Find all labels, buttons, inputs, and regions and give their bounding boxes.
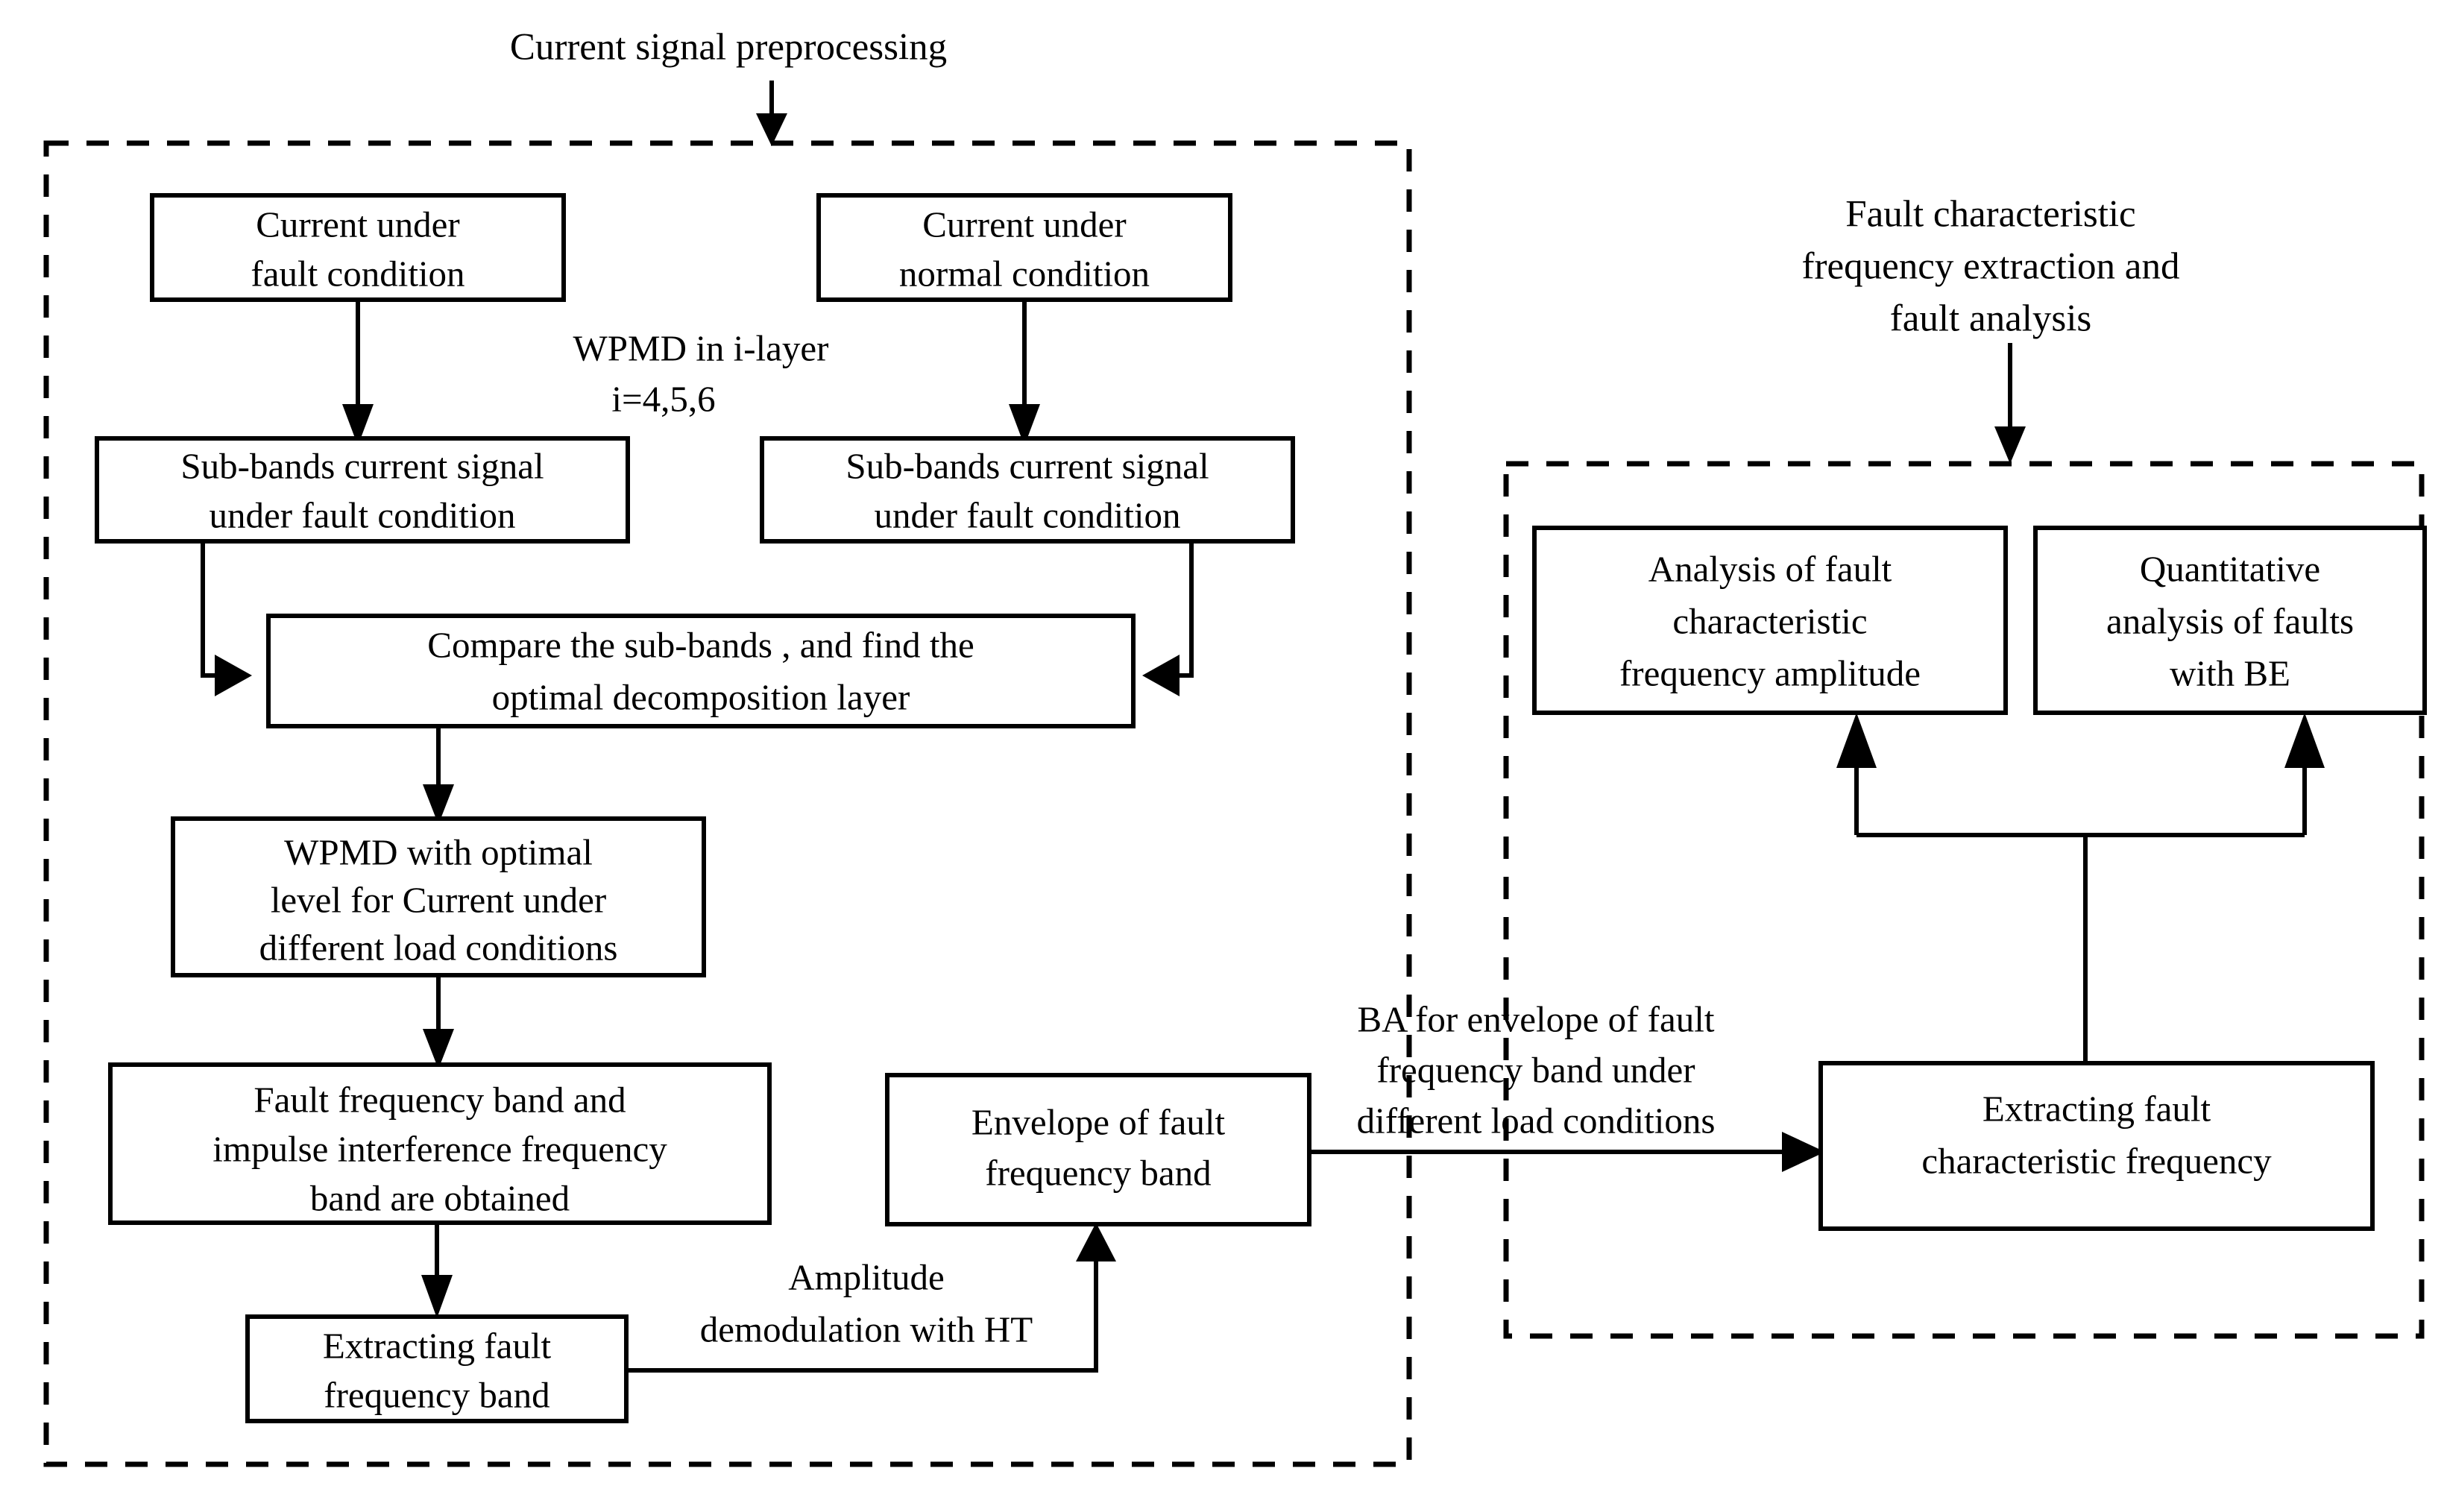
node-quantitative-analysis-be[interactable] (2033, 526, 2427, 715)
node-extracting-fault-band-line2: frequency band (324, 1374, 549, 1415)
arrow-compare-to-wpmd-optimal (423, 726, 454, 825)
node-subbands-fault-left-line2: under fault condition (210, 494, 516, 535)
node-current-fault-condition-line2: fault condition (251, 253, 464, 294)
arrow-current-normal-to-subbands (1009, 300, 1040, 446)
node-compare-subbands-line2: optimal decomposition layer (492, 676, 910, 717)
node-analysis-char-freq-amplitude-line2: characteristic (1672, 600, 1867, 641)
node-wpmd-optimal-level-line2: level for Current under (271, 879, 606, 920)
section-title-preprocessing: Current signal preprocessing (510, 27, 947, 69)
node-envelope-fault-band-line1: Envelope of fault (971, 1101, 1226, 1142)
node-subbands-fault-left-line1: Sub-bands current signal (180, 445, 544, 486)
node-subbands-fault-right-line1: Sub-bands current signal (845, 445, 1209, 486)
node-fault-band-obtained-line3: band are obtained (310, 1177, 570, 1218)
node-wpmd-optimal-level[interactable] (171, 816, 706, 977)
node-extracting-char-frequency-line2: characteristic frequency (1921, 1140, 2272, 1181)
edge-label-wpmd-layer-line2: i=4,5,6 (611, 378, 715, 419)
arrow-fault-band-to-extracting (421, 1223, 453, 1318)
edge-label-amplitude-demod-line2: demodulation with HT (700, 1308, 1033, 1349)
title-left-arrow (756, 81, 787, 146)
node-compare-subbands-line1: Compare the sub-bands , and find the (427, 624, 974, 665)
edge-label-wpmd-layer-line1: WPMD in i-layer (573, 327, 829, 368)
node-fault-band-obtained-line1: Fault frequency band and (253, 1079, 626, 1120)
node-extracting-char-frequency-line1: Extracting fault (1983, 1088, 2211, 1129)
node-analysis-char-freq-amplitude-line3: frequency amplitude (1619, 652, 1921, 693)
node-wpmd-optimal-level-line3: different load conditions (259, 927, 618, 968)
dashed-frame-preprocessing (43, 140, 1412, 1467)
node-quantitative-analysis-be-line2: analysis of faults (2106, 600, 2354, 641)
arrow-subbands-right-to-compare (1142, 541, 1194, 696)
section-title-fault-analysis-line3: fault analysis (1890, 298, 2092, 340)
node-subbands-fault-right[interactable] (760, 436, 1295, 544)
arrow-envelope-to-extracting-char-freq (1309, 1132, 1825, 1172)
node-extracting-fault-band[interactable] (245, 1314, 629, 1423)
node-analysis-char-freq-amplitude[interactable] (1532, 526, 2008, 715)
section-title-fault-analysis-line1: Fault characteristic (1845, 194, 2135, 236)
node-envelope-fault-band-line2: frequency band (985, 1152, 1211, 1193)
edge-label-ba-envelope-line1: BA for envelope of fault (1358, 998, 1715, 1039)
node-current-normal-condition[interactable] (816, 193, 1232, 302)
node-fault-band-obtained-line2: impulse interference frequency (212, 1128, 667, 1169)
arrow-subbands-left-to-compare (201, 541, 252, 696)
title-right-arrow (1994, 343, 2026, 464)
node-subbands-fault-left[interactable] (95, 436, 630, 544)
node-subbands-fault-right-line2: under fault condition (875, 494, 1181, 535)
edge-label-amplitude-demod-line1: Amplitude (788, 1256, 945, 1297)
edge-label-ba-envelope-line3: different load conditions (1357, 1100, 1716, 1141)
node-wpmd-optimal-level-line1: WPMD with optimal (284, 831, 593, 872)
node-quantitative-analysis-be-line1: Quantitative (2140, 548, 2320, 589)
arrow-extracting-to-envelope (626, 1223, 1116, 1373)
branch-extracting-to-analyses (1836, 713, 2325, 1063)
node-current-normal-condition-line1: Current under (922, 204, 1127, 245)
node-extracting-char-frequency[interactable] (1818, 1061, 2375, 1231)
node-compare-subbands[interactable] (266, 614, 1136, 728)
node-envelope-fault-band[interactable] (885, 1073, 1311, 1226)
node-quantitative-analysis-be-line3: with BE (2170, 652, 2290, 693)
arrow-current-fault-to-subbands (342, 300, 374, 446)
node-extracting-fault-band-line1: Extracting fault (323, 1325, 552, 1366)
section-title-fault-analysis-line2: frequency extraction and (1802, 246, 2180, 288)
edge-label-ba-envelope-line2: frequency band under (1376, 1049, 1695, 1090)
node-current-normal-condition-line2: normal condition (899, 253, 1150, 294)
arrow-wpmd-to-fault-band (423, 975, 454, 1069)
node-fault-band-obtained[interactable] (108, 1062, 772, 1225)
node-current-fault-condition[interactable] (150, 193, 566, 302)
node-current-fault-condition-line1: Current under (256, 204, 460, 245)
dashed-frame-fault-analysis (1503, 461, 2425, 1339)
node-analysis-char-freq-amplitude-line1: Analysis of fault (1648, 548, 1892, 589)
